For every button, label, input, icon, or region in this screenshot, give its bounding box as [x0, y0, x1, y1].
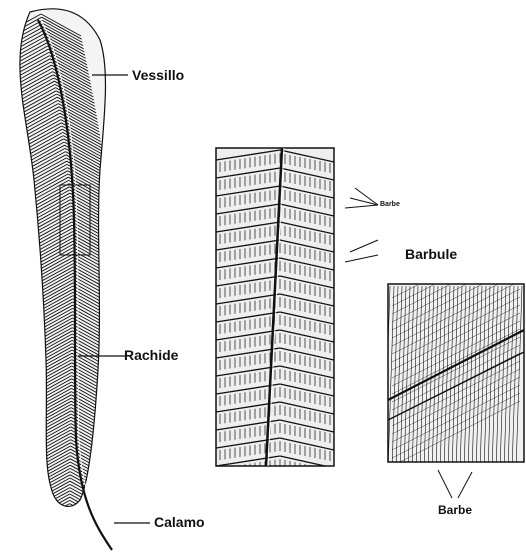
- barbules-magnified-panel: [388, 284, 524, 462]
- label-barbe-small: Barbe: [380, 201, 400, 208]
- label-barbe: Barbe: [438, 503, 472, 517]
- label-vessillo: Vessillo: [132, 67, 184, 83]
- label-calamo: Calamo: [154, 514, 205, 530]
- label-rachide: Rachide: [124, 347, 178, 363]
- label-barbule: Barbule: [405, 246, 457, 262]
